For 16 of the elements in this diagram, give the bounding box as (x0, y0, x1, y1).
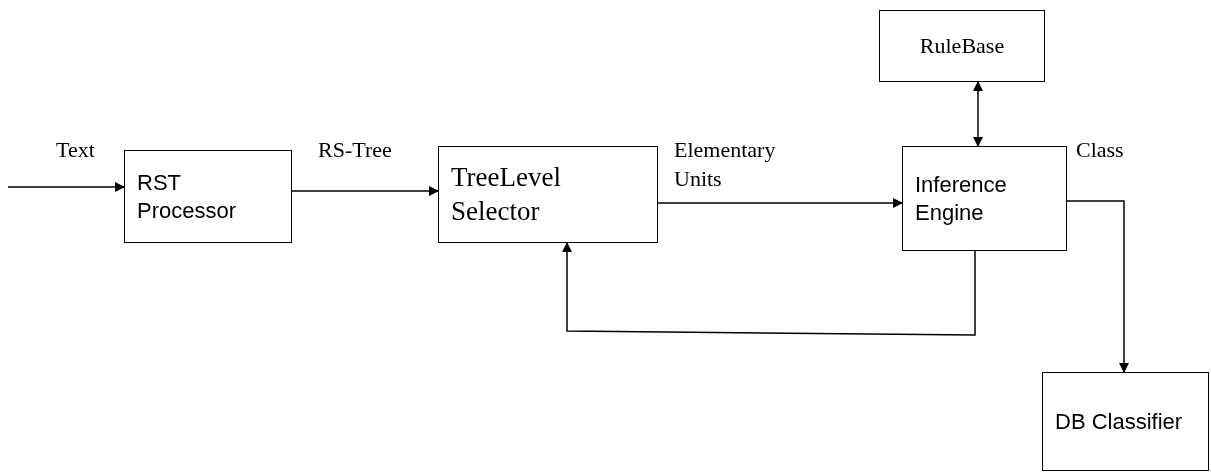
process-box (124, 150, 292, 243)
box-label: RST Processor (137, 169, 238, 224)
arrow (291, 186, 439, 196)
box-label: RuleBase (919, 32, 1005, 60)
arrow (7, 182, 125, 192)
process-box (438, 146, 658, 243)
arrow (562, 242, 976, 336)
box-label: Inference Engine (915, 171, 1008, 226)
arrow (1066, 200, 1129, 373)
box-label: DB Classifier (1055, 407, 1183, 436)
process-box (879, 10, 1045, 82)
process-box (902, 146, 1067, 251)
arrow (657, 198, 903, 208)
box-label: TreeLevel Selector (451, 160, 562, 228)
arrow (973, 81, 983, 147)
process-box (1042, 372, 1209, 471)
